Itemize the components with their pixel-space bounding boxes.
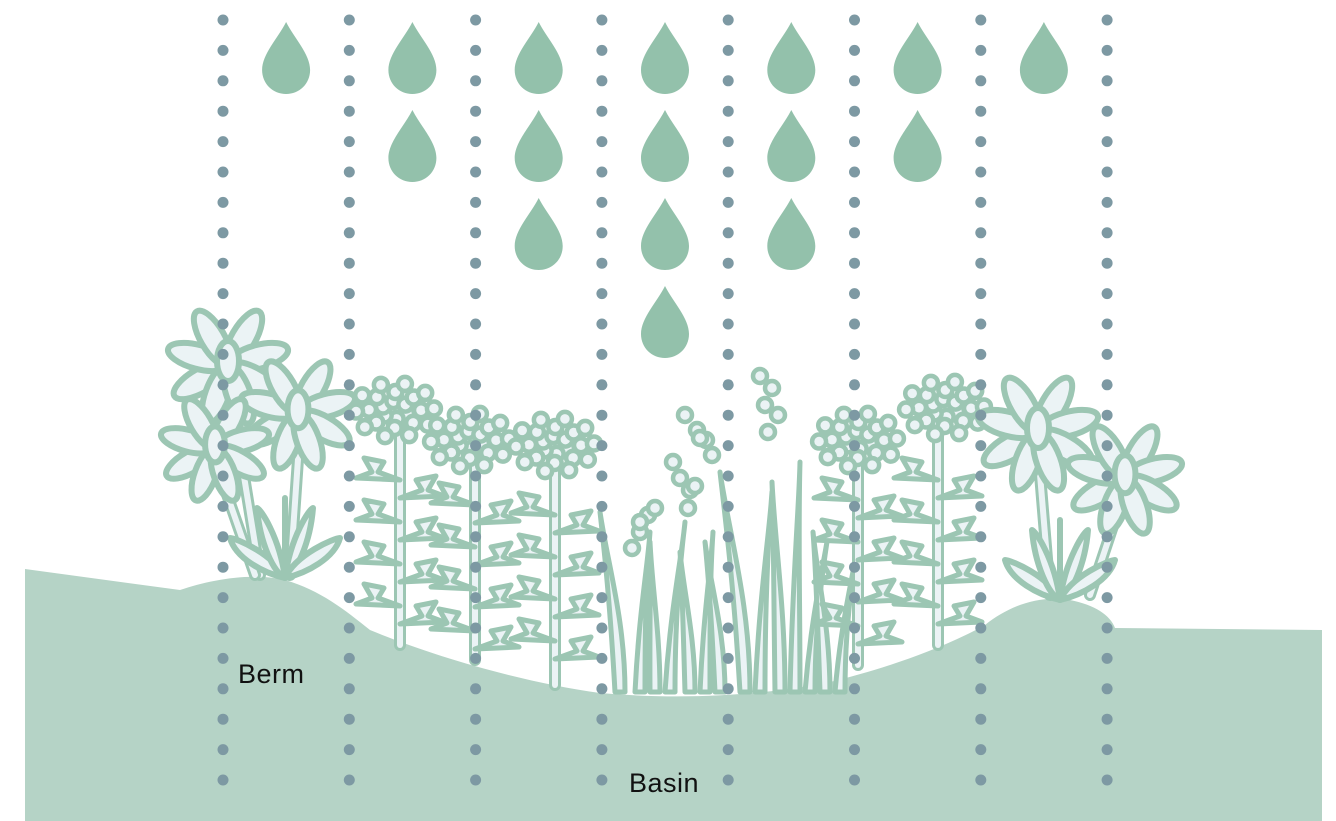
raindrops-group (262, 22, 1068, 358)
raindrop-icon (388, 110, 436, 182)
raindrop-icon (641, 22, 689, 94)
raindrop-icon (515, 22, 563, 94)
raindrop-icon (767, 198, 815, 270)
raindrop-icon (515, 110, 563, 182)
raindrop-icon (388, 22, 436, 94)
coneflower-left-group (158, 305, 358, 578)
raindrop-icon (767, 22, 815, 94)
raindrop-icon (1020, 22, 1068, 94)
dotted-rain-column (596, 15, 607, 786)
raindrop-icon (515, 198, 563, 270)
coneflower-right-group (975, 372, 1185, 600)
berm-label: Berm (238, 659, 305, 690)
raindrop-icon (641, 110, 689, 182)
raindrop-icon (767, 110, 815, 182)
raindrop-icon (641, 286, 689, 358)
yarrow-right-group (812, 375, 991, 665)
basin-label: Basin (629, 768, 699, 799)
raindrop-icon (894, 110, 942, 182)
raindrop-icon (262, 22, 310, 94)
raindrop-icon (894, 22, 942, 94)
raindrop-icon (641, 198, 689, 270)
